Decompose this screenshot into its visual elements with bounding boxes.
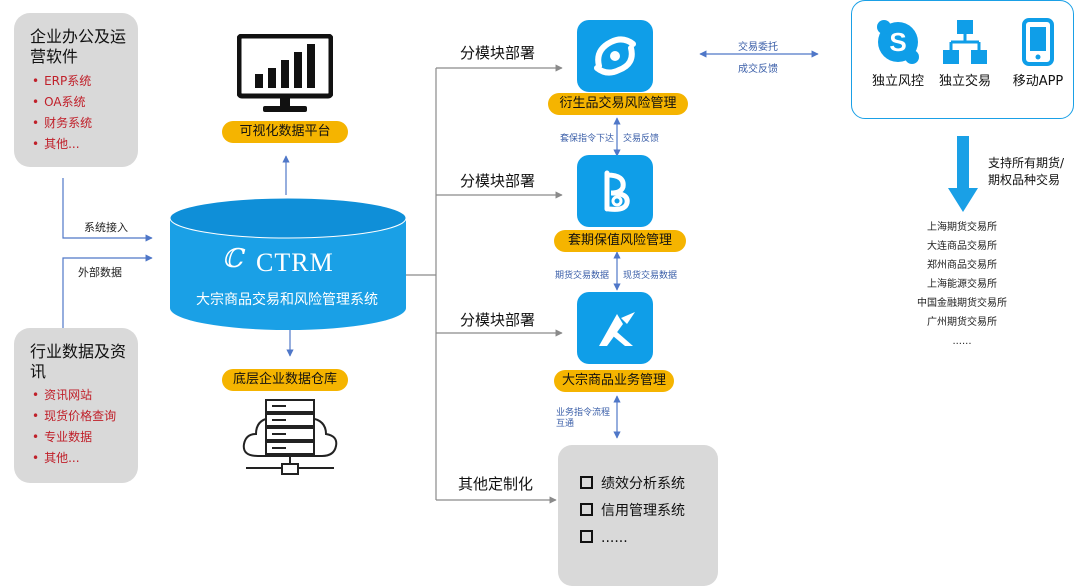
fill-feedback-label: 成交反馈 — [738, 64, 778, 75]
deploy-label-3: 分模块部署 — [460, 311, 536, 329]
list-item: ERP系统 — [32, 71, 92, 92]
custom-systems-list: 绩效分析系统 信用管理系统 ...... — [580, 471, 685, 552]
server-cloud-icon — [242, 399, 338, 475]
office-software-title: 企业办公及运营软件 — [30, 27, 127, 66]
system-access-label: 系统接入 — [84, 221, 128, 234]
list-item: 其他... — [32, 134, 92, 155]
down-arrow-icon — [948, 136, 978, 212]
app-mobile: 移动APP — [1010, 18, 1066, 90]
hedging-pill: 套期保值风险管理 — [554, 230, 686, 252]
exchange-list: 上海期货交易所 大连商品交易所 郑州商品交易所 上海能源交易所 中国金融期货交易… — [898, 218, 1026, 351]
ctrm-database-cylinder — [169, 197, 407, 330]
office-software-list: ERP系统 OA系统 财务系统 其他... — [32, 71, 92, 155]
list-item: 郑州商品交易所 — [927, 260, 997, 271]
mobile-icon — [1022, 18, 1054, 66]
network-icon — [943, 20, 987, 64]
list-item: 现货价格查询 — [32, 406, 116, 427]
svg-text:S: S — [889, 27, 906, 57]
app-label: 移动APP — [1012, 74, 1064, 89]
biz-flow-label: 业务指令流程互通 — [556, 408, 611, 429]
list-item: ...... — [580, 525, 685, 552]
derivatives-pill: 衍生品交易风险管理 — [548, 93, 688, 115]
app-label: 独立风控 — [871, 74, 924, 89]
futures-data-label: 期货交易数据 — [555, 271, 610, 281]
apps-box — [851, 0, 1074, 119]
list-item: 上海期货交易所 — [927, 222, 997, 233]
warehouse-pill: 底层企业数据仓库 — [222, 369, 348, 391]
list-item: 广州期货交易所 — [927, 317, 997, 328]
skype-icon: S — [877, 20, 919, 64]
ctrm-system-name: 大宗商品交易和风险管理系统 — [196, 292, 378, 308]
list-item: 中国金融期货交易所 — [917, 298, 1007, 309]
list-item: ...... — [952, 336, 972, 347]
list-item: 大连商品交易所 — [927, 241, 997, 252]
entrust-label: 交易委托 — [738, 42, 778, 53]
list-item: 其他... — [32, 448, 116, 469]
ctrm-brand: CTRM — [256, 248, 334, 277]
monitor-chart-icon — [237, 34, 333, 112]
hedging-app-icon — [577, 155, 653, 227]
external-data-label: 外部数据 — [78, 266, 122, 279]
industry-data-title: 行业数据及资讯 — [30, 342, 127, 381]
app-label: 独立交易 — [938, 74, 991, 89]
list-item: 上海能源交易所 — [927, 279, 997, 290]
office-software-box: 企业办公及运营软件 ERP系统 OA系统 财务系统 其他... — [14, 13, 138, 167]
industry-data-list: 资讯网站 现货价格查询 专业数据 其他... — [32, 385, 116, 469]
custom-systems-box: 绩效分析系统 信用管理系统 ...... — [558, 445, 718, 586]
deploy-label-1: 分模块部署 — [460, 44, 536, 62]
trade-feedback-label: 交易反馈 — [623, 134, 660, 144]
app-independent-trading: 独立交易 — [937, 18, 993, 90]
support-text: 支持所有期货/期权品种交易 — [988, 156, 1065, 187]
list-item: 财务系统 — [32, 113, 92, 134]
list-item: 资讯网站 — [32, 385, 116, 406]
visual-platform-pill: 可视化数据平台 — [222, 121, 348, 143]
list-item: OA系统 — [32, 92, 92, 113]
hedge-command-label: 套保指令下达 — [560, 134, 615, 144]
commodity-pill: 大宗商品业务管理 — [554, 370, 674, 392]
list-item: 信用管理系统 — [580, 498, 685, 525]
deploy-label-2: 分模块部署 — [460, 172, 536, 190]
spot-data-label: 现货交易数据 — [623, 271, 678, 281]
ctrm-logo-icon: ℂ — [222, 244, 243, 274]
list-item: 绩效分析系统 — [580, 471, 685, 498]
app-risk-control: S 独立风控 — [870, 18, 926, 90]
other-custom-label: 其他定制化 — [458, 475, 534, 493]
derivatives-app-icon — [577, 20, 653, 92]
industry-data-box: 行业数据及资讯 资讯网站 现货价格查询 专业数据 其他... — [14, 328, 138, 483]
commodity-app-icon — [577, 292, 653, 364]
list-item: 专业数据 — [32, 427, 116, 448]
